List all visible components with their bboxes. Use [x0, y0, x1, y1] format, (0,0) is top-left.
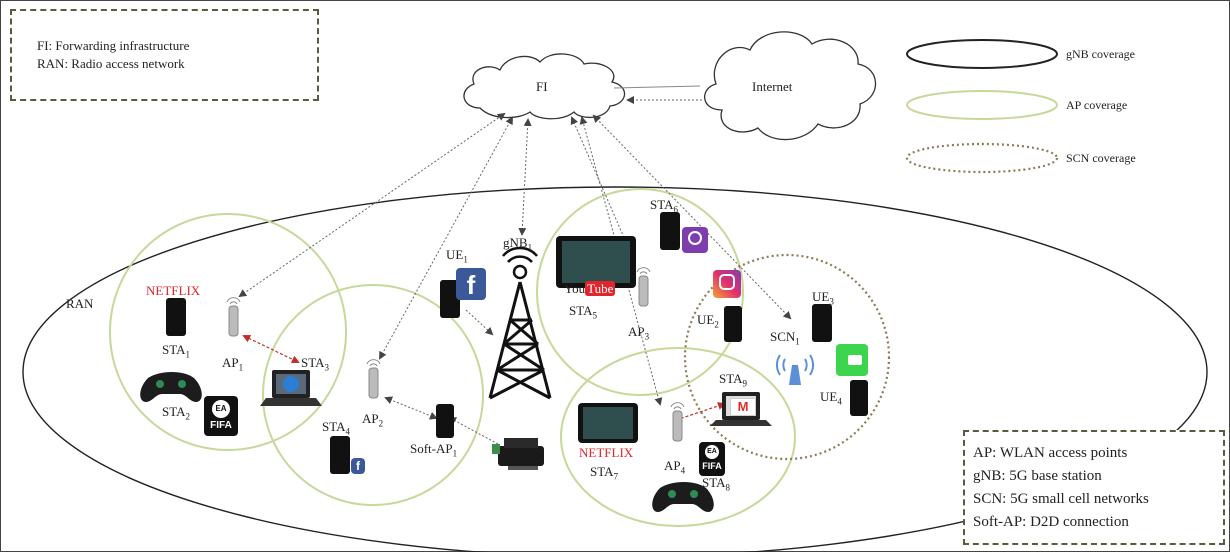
sta9-label: STA9: [719, 371, 748, 389]
ap2-icon: [366, 359, 381, 399]
ap4-icon: [670, 402, 685, 442]
sta6-label: STA6: [650, 197, 679, 215]
fi-cloud: [463, 53, 626, 120]
youtube-tube-text: Tube: [585, 281, 616, 296]
ap1-coverage: [109, 213, 347, 451]
abbreviations-box: AP: WLAN access points gNB: 5G base stat…: [963, 430, 1225, 545]
ue2-label: UE2: [697, 312, 719, 330]
link-ap2-fi: [379, 116, 513, 360]
youtube-you-text: You: [564, 281, 586, 296]
link-printer-softap: [448, 417, 499, 445]
sta5-tablet-icon: [556, 236, 636, 288]
ap1-icon: [226, 297, 241, 337]
link-ue1-gnb: [465, 309, 494, 336]
sta3-label: STA3: [301, 355, 330, 373]
sta1-label: STA1: [162, 342, 191, 360]
sta4-label: STA4: [322, 419, 351, 437]
link-ap1-sta3: [242, 334, 300, 364]
internet-label: Internet: [752, 79, 793, 94]
ue4-label: UE4: [820, 389, 842, 407]
sta2-gamepad-icon: [140, 372, 202, 402]
sta2-label: STA2: [162, 404, 191, 422]
legend-ap-label: AP coverage: [1066, 98, 1128, 112]
sta6-phone-icon: [660, 212, 680, 250]
ue1-phone-icon: [440, 280, 460, 318]
scn-definition: SCN: 5G small cell networks: [973, 491, 1149, 507]
softap1-label: Soft-AP1: [410, 441, 458, 459]
sta5-label: STA5: [569, 303, 598, 321]
instagram-icon: [713, 270, 741, 298]
legend-gnb-shape: [906, 39, 1058, 69]
fifa-icon-sta8: EA FIFA: [699, 442, 725, 476]
scn-coverage: [683, 253, 891, 461]
ue4-phone-icon: [850, 380, 868, 416]
link-gnb-fi: [518, 118, 532, 236]
sta4-phone-icon: [330, 436, 350, 474]
gmail-icon: M: [730, 398, 756, 416]
ran-label: RAN: [66, 296, 94, 311]
fi-label: FI: [536, 79, 548, 94]
link-scn-fi: [592, 114, 792, 320]
link-ap1-fi: [238, 112, 506, 298]
sta7-label: STA7: [590, 464, 619, 482]
ue3-label: UE3: [812, 289, 834, 307]
sta3-laptop-icon: [260, 370, 322, 406]
netflix-label-sta1: NETFLIX: [146, 283, 201, 298]
ap1-label: AP1: [222, 355, 244, 373]
link-softap-ap2: [384, 396, 438, 420]
printer-icon: [492, 438, 544, 470]
scn1-label: SCN1: [770, 329, 800, 347]
link-ap4-sta9: [674, 402, 726, 422]
ap2-label: AP2: [362, 411, 384, 429]
viber-icon: [682, 227, 708, 253]
legend-scn-label: SCN coverage: [1066, 151, 1136, 165]
ue2-phone-icon: [724, 306, 742, 342]
legend-scn-shape: [905, 142, 1059, 174]
sta7-tablet-icon: [578, 403, 638, 443]
sta8-gamepad-icon: [652, 482, 714, 512]
gnb-definition: gNB: 5G base station: [973, 468, 1102, 484]
facebook-icon-sta4: f: [351, 458, 365, 474]
ap3-label: AP3: [628, 324, 650, 342]
fifa-icon-sta2: EA FIFA: [204, 396, 238, 436]
definitions-box: FI: Forwarding infrastructure RAN: Radio…: [10, 9, 319, 101]
ran-definition: RAN: Radio access network: [37, 56, 185, 71]
gnb-tower-icon: [488, 246, 552, 400]
facetime-icon: [836, 344, 868, 376]
softap-definition: Soft-AP: D2D connection: [973, 514, 1129, 530]
softap1-phone-icon: [436, 404, 454, 438]
sta1-phone-icon: [166, 298, 186, 336]
ue3-phone-icon: [812, 304, 832, 342]
legend-ap-shape: [906, 90, 1058, 120]
sta8-label: STA8: [702, 475, 731, 493]
fi-definition: FI: Forwarding infrastructure: [37, 38, 190, 53]
ap4-coverage: [560, 347, 796, 527]
netflix-label-sta7: NETFLIX: [579, 445, 634, 460]
facebook-icon-ue1: f: [456, 268, 486, 300]
gnb1-label: gNB1: [503, 235, 533, 253]
ap4-label: AP4: [664, 458, 686, 476]
scn-icon: [775, 354, 815, 385]
ue1-label: UE1: [446, 247, 468, 265]
ap3-icon: [636, 267, 651, 307]
legend-gnb-label: gNB coverage: [1066, 47, 1135, 61]
ap-definition: AP: WLAN access points: [973, 445, 1128, 461]
